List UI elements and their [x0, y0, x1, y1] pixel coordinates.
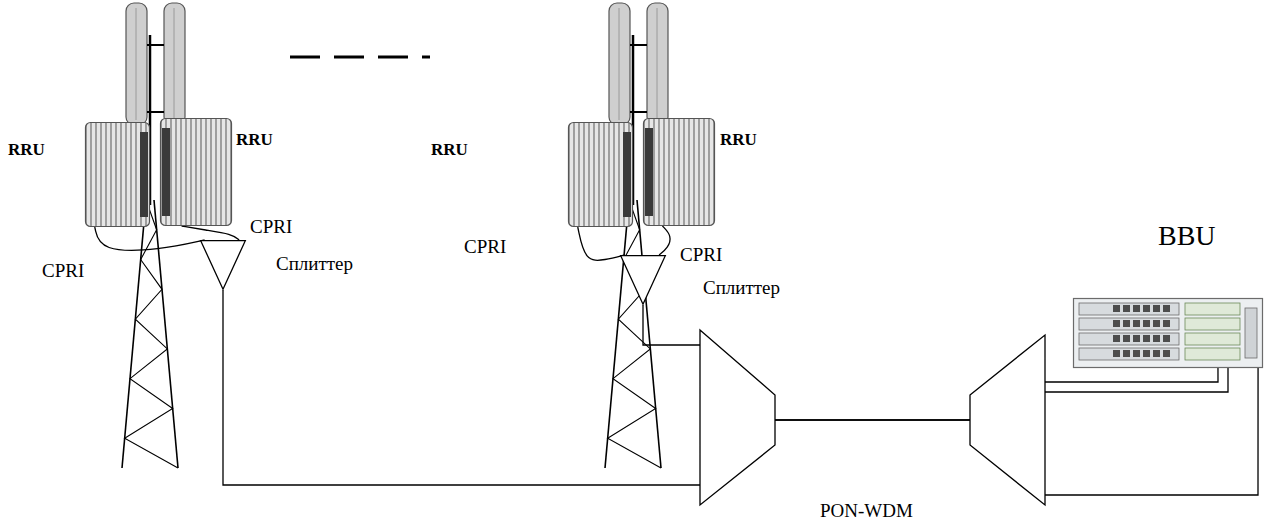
bbu-port: [1153, 305, 1160, 312]
splitter-triangle: Сплиттер: [200, 240, 246, 290]
bbu-port: [1123, 305, 1130, 312]
bbu-port: [1143, 350, 1150, 357]
rru-mount: [162, 128, 170, 216]
tower-lattice: [608, 200, 661, 468]
bbu-port: [1133, 320, 1140, 327]
antenna-bracket: [147, 44, 164, 46]
bbu-port: [1163, 320, 1170, 327]
radio-unit: RRU: [568, 122, 633, 227]
unit-title: BBU: [1158, 220, 1216, 252]
bbu-board: [1079, 333, 1179, 345]
unit-label: RRU: [720, 130, 757, 150]
bbu-board: [1185, 333, 1240, 345]
antenna-bracket: [630, 111, 647, 113]
splitter-triangle: Сплиттер: [620, 255, 666, 305]
bbu-port: [1143, 305, 1150, 312]
baseband-unit: BBU: [1073, 298, 1263, 368]
bbu-port: [1113, 320, 1120, 327]
bbu-port: [1163, 335, 1170, 342]
interface-label: CPRI: [678, 244, 724, 266]
bbu-board: [1185, 318, 1240, 330]
bbu-shape: [1073, 298, 1263, 368]
bbu-port: [1113, 335, 1120, 342]
unit-label: RRU: [431, 140, 468, 160]
wdm-multiplexer: [700, 330, 775, 505]
splitter-label: Сплиттер: [276, 253, 353, 275]
splitter-outline: [621, 256, 666, 305]
splitter-outline: [201, 241, 246, 290]
antenna-tower: [595, 3, 675, 468]
rru-body: [161, 119, 232, 226]
bbu-port: [1153, 350, 1160, 357]
rru-body: [644, 119, 715, 226]
unit-label: RRU: [8, 140, 45, 160]
bbu-chassis: [1074, 299, 1263, 368]
bbu-fan: [1245, 308, 1257, 358]
rru-shape: [643, 118, 715, 226]
bbu-port: [1113, 350, 1120, 357]
rru-mount: [140, 132, 148, 217]
rru-mount: [623, 132, 631, 217]
bbu-board: [1079, 303, 1179, 315]
antenna-bracket: [147, 111, 164, 113]
antenna-panel: [647, 3, 668, 125]
bbu-port: [1133, 305, 1140, 312]
tower-leg: [154, 200, 178, 468]
bbu-port: [1153, 335, 1160, 342]
bbu-port: [1143, 335, 1150, 342]
cpri-cable: [182, 226, 240, 240]
interface-label: CPRI: [462, 236, 508, 258]
fiber-line: [1045, 368, 1228, 392]
rru-mount: [645, 128, 653, 216]
cpri-cable: [95, 227, 205, 250]
antenna-bracket: [630, 44, 647, 46]
bbu-port: [1143, 320, 1150, 327]
bbu-board: [1079, 318, 1179, 330]
antenna-panel: [126, 3, 147, 125]
radio-unit: RRU: [160, 118, 232, 226]
cpri-cable: [578, 227, 625, 260]
bbu-board: [1079, 348, 1179, 360]
antenna-tower: [112, 3, 192, 468]
rru-body: [86, 123, 150, 227]
bbu-port: [1163, 350, 1170, 357]
bbu-port: [1163, 305, 1170, 312]
tower-leg: [637, 200, 661, 468]
tower-lattice: [125, 200, 178, 468]
continuation-dashes: [290, 56, 430, 59]
bbu-port: [1153, 320, 1160, 327]
bbu-port: [1133, 350, 1140, 357]
link-label: PON-WDM: [818, 500, 915, 522]
bbu-board: [1185, 348, 1240, 360]
rru-shape: [568, 122, 633, 227]
radio-unit: RRU: [643, 118, 715, 226]
radio-unit: RRU: [85, 122, 150, 227]
bbu-port: [1113, 305, 1120, 312]
interface-label: CPRI: [248, 216, 294, 238]
antenna-detail: [619, 8, 620, 120]
splitter-shape: [200, 240, 246, 290]
antenna-detail: [657, 8, 658, 120]
rru-shape: [160, 118, 232, 226]
unit-label: RRU: [236, 130, 273, 150]
bbu-port: [1123, 320, 1130, 327]
rru-shape: [85, 122, 150, 227]
bbu-port: [1133, 335, 1140, 342]
interface-label: CPRI: [40, 260, 86, 282]
splitter-shape: [620, 255, 666, 305]
cpri-cable: [659, 226, 670, 255]
antenna-detail: [136, 8, 137, 120]
bbu-port: [1123, 335, 1130, 342]
bbu-port: [1123, 350, 1130, 357]
antenna-panel: [164, 3, 185, 125]
antenna-detail: [174, 8, 175, 120]
rru-body: [569, 123, 633, 227]
antenna-panel: [609, 3, 630, 125]
bbu-board: [1185, 303, 1240, 315]
splitter-label: Сплиттер: [703, 277, 780, 299]
wdm-demultiplexer: [970, 335, 1045, 505]
